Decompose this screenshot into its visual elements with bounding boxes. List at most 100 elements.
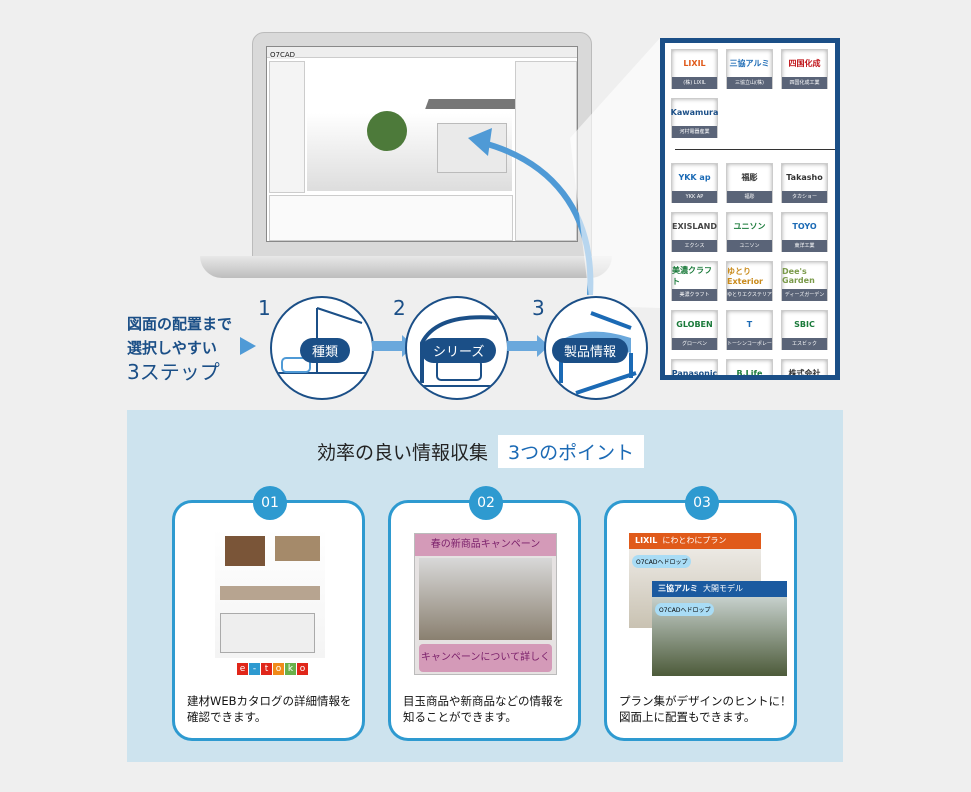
card-text: 知ることができます。 (403, 710, 517, 724)
logo-caption: エクシス (672, 240, 717, 252)
logo-caption: YKK AP (672, 191, 717, 203)
logo-mark: 福彫 (741, 173, 758, 182)
step-circle-product-info: 製品情報 (544, 296, 648, 400)
logo-mark: Dee's Garden (782, 266, 815, 285)
plan-brand: LIXIL (635, 536, 658, 545)
logo-caption: 美濃クラフト (672, 289, 717, 301)
step-label: シリーズ (421, 338, 497, 363)
logo-mark: ゆとりExterior (727, 266, 764, 286)
logo-mark: YKK ap (678, 173, 711, 182)
drop-to-cad-button[interactable]: O7CADへドロップ (655, 603, 715, 616)
logo-mark: Kawamura (670, 108, 719, 117)
step-number: 1 (258, 296, 271, 320)
logo-mark: SBIC (794, 320, 815, 329)
points-highlight: 3つのポイント (498, 435, 645, 468)
app-titlebar: O7CAD (267, 47, 577, 59)
plan-brand: 三協アルミ (658, 584, 698, 593)
card-text: 図面上に配置もできます。 (619, 710, 756, 724)
logo-mark: GLOBEN (676, 320, 713, 329)
logo-mark: LIXIL (683, 59, 706, 68)
logo-caption: タカショー (782, 191, 827, 203)
logo-mark: EXISLAND (672, 222, 717, 231)
manufacturer-logo[interactable]: YKK ap YKK AP (671, 163, 718, 203)
laptop-base (200, 256, 612, 278)
points-title-text: 効率の良い情報収集 (317, 442, 489, 464)
logo-letter: e (237, 663, 248, 675)
logo-caption: 河村電器産業 (672, 126, 717, 138)
step-arrow-icon (372, 335, 414, 357)
logo-caption: トーシンコーポレーション (727, 338, 772, 350)
point-number-badge: 03 (685, 486, 719, 520)
sunroom-image (419, 558, 552, 640)
logo-letter: o (297, 663, 308, 675)
manufacturer-logo[interactable]: Takasho タカショー (781, 163, 828, 203)
step-label: 種類 (300, 338, 351, 363)
logo-letter: - (249, 663, 260, 675)
manufacturer-logo[interactable]: EXISLAND エクシス (671, 212, 718, 252)
manufacturer-logo[interactable]: 四国化成四国化成工業 (781, 49, 828, 89)
manufacturer-logo[interactable]: ユニソンユニソン (726, 212, 773, 252)
logo-caption: (株) LIXIL (672, 77, 717, 89)
logo-caption: グローベン (672, 338, 717, 350)
step-number: 3 (532, 296, 545, 320)
logo-caption: ユニソン (727, 240, 772, 252)
divider (675, 149, 835, 150)
app-3d-view (307, 61, 539, 191)
manufacturer-logo[interactable]: GLOBEN グローベン (671, 310, 718, 350)
point-number-badge: 02 (469, 486, 503, 520)
manufacturer-logo[interactable]: 三協アルミ三協立山(株) (726, 49, 773, 89)
step-number: 2 (393, 296, 406, 320)
tree (367, 111, 407, 151)
logo-mark: B.Life (736, 369, 763, 378)
catalog-image (215, 528, 325, 658)
logo-mark: TOYO (792, 222, 817, 231)
manufacturer-logo[interactable]: Tトーシンコーポレーション (726, 310, 773, 350)
manufacturer-logo[interactable]: 株式会社 (781, 359, 828, 378)
step-arrow-icon (507, 335, 549, 357)
drop-to-cad-button[interactable]: O7CADへドロップ (632, 555, 692, 568)
manufacturer-logo[interactable]: B.Life (726, 359, 773, 378)
logo-mark: Takasho (786, 173, 823, 182)
campaign-title: 春の新商品キャンペーン (415, 534, 556, 556)
logo-mark: 三協アルミ (729, 59, 770, 68)
manufacturer-logo[interactable]: LIXIL (株) LIXIL (671, 49, 718, 89)
manufacturer-logo[interactable]: Panasonic (671, 359, 718, 378)
logo-mark: 株式会社 (788, 369, 821, 378)
point-card-campaign: 02 春の新商品キャンペーン キャンペーンについて詳しく 目玉商品や新商品などの… (388, 486, 581, 741)
intro-line: 図面の配置まで (127, 315, 233, 333)
logo-caption: 東洋工業 (782, 240, 827, 252)
plan-name: 大開モデル (703, 584, 744, 593)
logo-mark: 美濃クラフト (672, 265, 712, 286)
app-title: O7CAD (270, 51, 296, 59)
step-circle-series: シリーズ (405, 296, 509, 400)
manufacturer-logo[interactable]: TOYO 東洋工業 (781, 212, 828, 252)
point-card-plans: 03 LIXIL にわとわにプラン O7CADへドロップ 三協アルミ 大開モデル… (604, 486, 797, 741)
card-text: 目玉商品や新商品などの情報を (403, 694, 564, 708)
step-label: 製品情報 (552, 338, 629, 363)
manufacturer-logo[interactable]: Kawamura 河村電器産業 (671, 98, 718, 138)
logo-mark: 四国化成 (788, 59, 821, 68)
callout-lines (570, 38, 660, 308)
manufacturer-logo[interactable]: 美濃クラフト美濃クラフト (671, 261, 718, 301)
logo-letter: o (273, 663, 284, 675)
logo-mark: Panasonic (671, 369, 718, 378)
intro-line: 選択しやすい (127, 339, 217, 357)
logo-letter: t (261, 663, 272, 675)
campaign-detail-button[interactable]: キャンペーンについて詳しく (419, 644, 552, 672)
campaign-banner: 春の新商品キャンペーン キャンペーンについて詳しく (414, 533, 557, 675)
app-parts-panel (269, 195, 513, 241)
logo-letter: k (285, 663, 296, 675)
logo-caption: 三協立山(株) (727, 77, 772, 89)
logo-caption: 福彫 (727, 191, 772, 203)
app-screenshot: O7CAD (266, 46, 578, 242)
manufacturer-logo[interactable]: 福彫福彫 (726, 163, 773, 203)
intro-line: 3ステップ (127, 360, 220, 384)
app-right-panel (515, 61, 577, 241)
